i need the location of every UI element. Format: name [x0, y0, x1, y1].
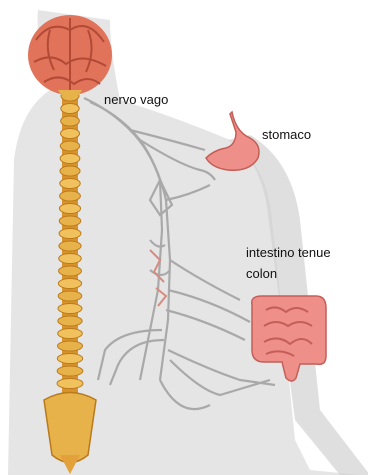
vertebra — [59, 229, 81, 239]
vertebra — [58, 341, 83, 351]
vertebra — [60, 141, 79, 151]
vertebra — [57, 366, 83, 376]
vertebra — [60, 191, 81, 201]
vertebra — [60, 129, 79, 139]
vertebra — [59, 204, 80, 214]
colon-label: colon — [246, 266, 277, 281]
vertebra — [58, 279, 81, 289]
vertebra — [61, 104, 79, 114]
vertebra — [60, 179, 80, 189]
vertebra — [60, 166, 80, 176]
vertebra — [60, 154, 80, 164]
vertebra — [58, 316, 82, 326]
vertebra — [59, 241, 81, 251]
vertebra — [59, 266, 82, 276]
vagus-nerve-label: nervo vago — [104, 92, 168, 107]
vertebra — [58, 329, 83, 339]
stomach-label: stomaco — [262, 127, 311, 142]
small-intestine-label: intestino tenue — [246, 245, 331, 260]
vertebra — [58, 291, 82, 301]
vertebra — [57, 379, 83, 389]
vertebra — [58, 304, 82, 314]
vertebra — [61, 116, 80, 126]
vertebra — [59, 254, 82, 264]
vertebra — [57, 354, 82, 364]
vertebra — [59, 216, 81, 226]
